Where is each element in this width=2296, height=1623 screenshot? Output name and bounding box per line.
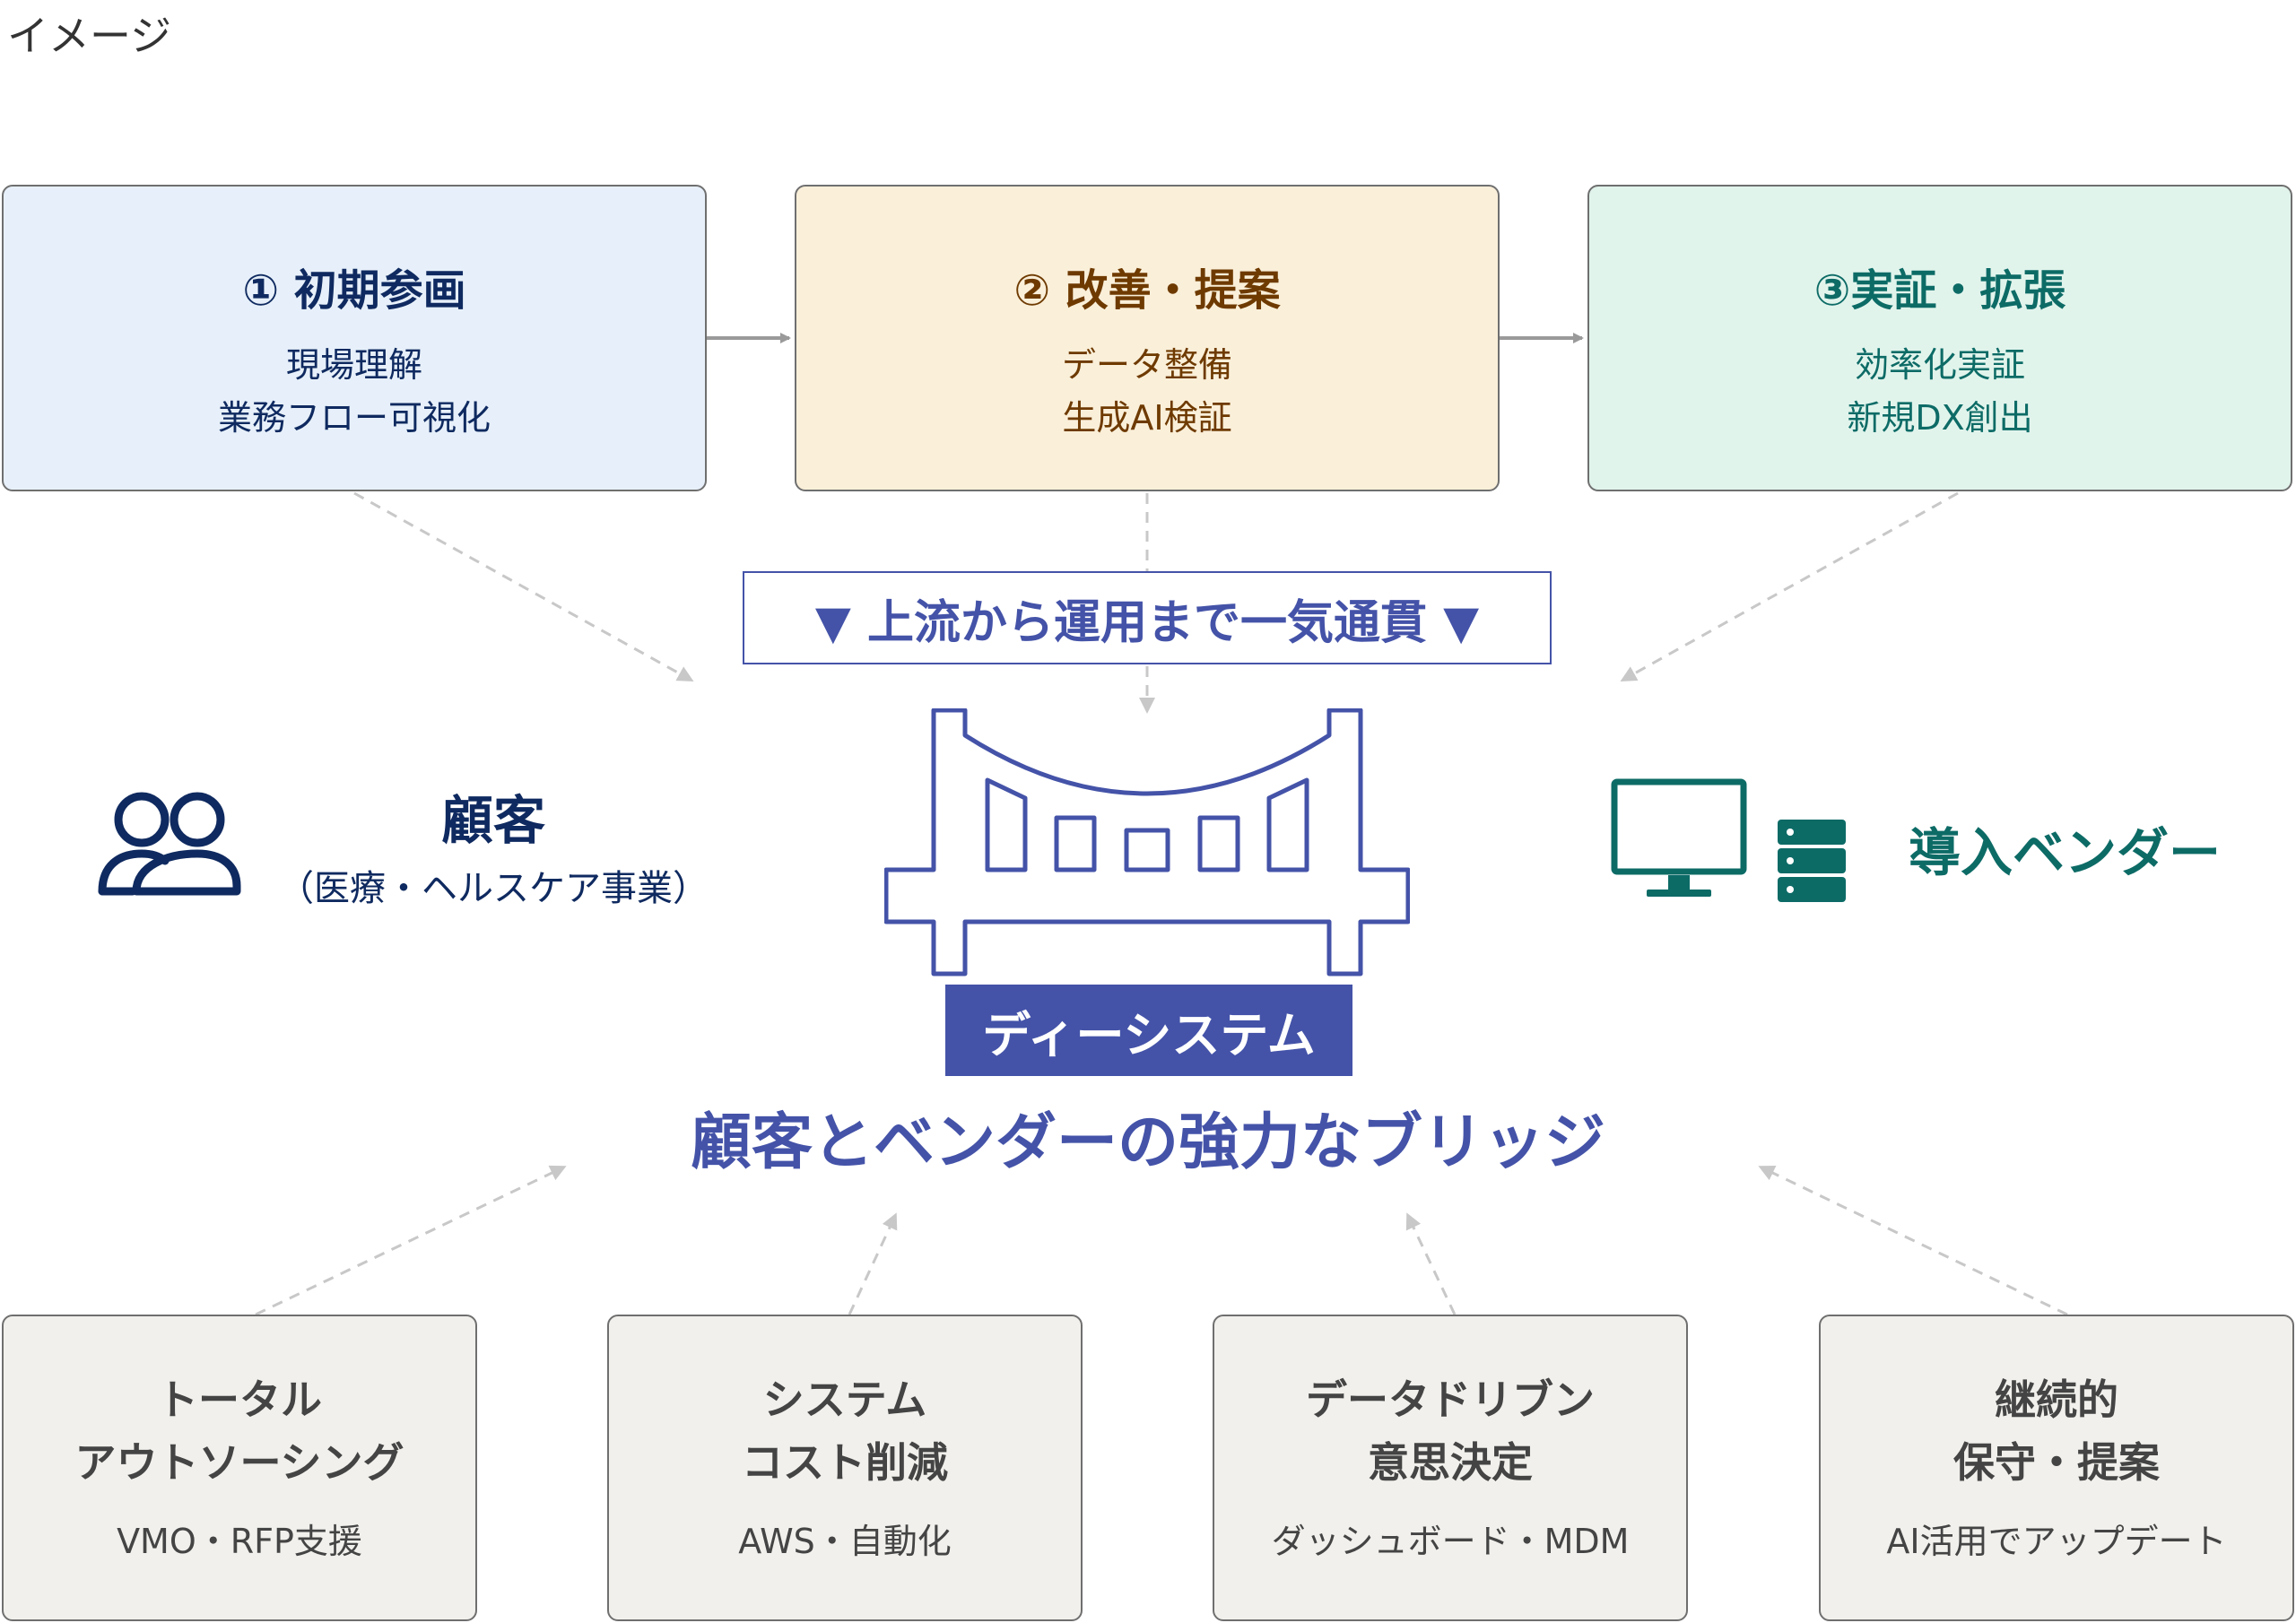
- phase-title: ③実証・拡張: [1813, 265, 2066, 316]
- phase-title: ② 改善・提案: [1013, 265, 1281, 316]
- feature-title: 継続的 保守・提案: [1821, 1368, 2292, 1494]
- bridge-icon: [884, 708, 1410, 976]
- feature-title-line: システム: [762, 1376, 927, 1424]
- phase-line: 生成AI検証: [1062, 398, 1232, 438]
- feature-title: トータル アウトソーシング: [4, 1368, 475, 1494]
- feature-box-data-driven: データドリブン 意思決定 ダッシュボード・MDM: [1213, 1315, 1688, 1621]
- phase-box-initial: ① 初期参画 現場理解 業務フロー可視化: [2, 185, 707, 491]
- feature-subtitle: AWS・自動化: [738, 1522, 952, 1561]
- feature-box-outsourcing: トータル アウトソーシング VMO・RFP支援: [2, 1315, 477, 1621]
- vendor-title: 導入ベンダー: [1909, 822, 2222, 883]
- feature-title-line: データドリブン: [1306, 1376, 1595, 1424]
- dash-feature2-to-center: [848, 1212, 898, 1315]
- feature-subtitle: AI活用でアップデート: [1886, 1522, 2227, 1561]
- feature-title: データドリブン 意思決定: [1214, 1368, 1686, 1494]
- company-badge: ディーシステム: [945, 985, 1352, 1076]
- phase-line: 現場理解: [285, 345, 422, 385]
- phase-line: 効率化実証: [1854, 345, 2025, 385]
- feature-title-line: トータル: [157, 1376, 322, 1424]
- phase-line: データ整備: [1061, 345, 1232, 385]
- phase-line: 新規DX創出: [1847, 398, 2033, 438]
- feature-title-line: 保守・提案: [1953, 1438, 2160, 1487]
- monitor-server-icon: [1611, 778, 1846, 902]
- phase-box-improvement: ② 改善・提案 データ整備 生成AI検証: [795, 185, 1500, 491]
- dash-phase3-to-center: [1620, 491, 1959, 681]
- bridge-tagline: 顧客とベンダーの強力なブリッジ: [690, 1107, 1605, 1178]
- customer-subtitle: （医療・ヘルスケア事業）: [278, 868, 709, 909]
- dash-feature1-to-center: [255, 1165, 567, 1316]
- dash-phase1-to-center: [353, 491, 694, 681]
- customer-title: 顧客: [440, 790, 545, 851]
- feature-subtitle: ダッシュボード・MDM: [1271, 1522, 1630, 1561]
- phase-box-expansion: ③実証・拡張 効率化実証 新規DX創出: [1587, 185, 2292, 491]
- feature-box-maintenance: 継続的 保守・提案 AI活用でアップデート: [1819, 1315, 2294, 1621]
- end-to-end-banner: ▼ 上流から運用まで一気通貫 ▼: [743, 571, 1552, 664]
- phase-line: 業務フロー可視化: [217, 398, 491, 438]
- dash-feature4-to-center: [1758, 1165, 2068, 1316]
- feature-title-line: 継続的: [1995, 1376, 2118, 1424]
- users-icon: [98, 792, 241, 896]
- feature-box-cost-reduction: システム コスト削減 AWS・自動化: [607, 1315, 1083, 1621]
- feature-title: システム コスト削減: [609, 1368, 1081, 1494]
- corner-label: イメージ: [7, 12, 172, 60]
- feature-title-line: アウトソーシング: [74, 1438, 404, 1487]
- feature-subtitle: VMO・RFP支援: [117, 1522, 362, 1561]
- phase-title: ① 初期参画: [242, 265, 466, 316]
- feature-title-line: 意思決定: [1368, 1438, 1533, 1487]
- feature-title-line: コスト削減: [742, 1438, 948, 1487]
- dash-feature3-to-center: [1405, 1212, 1457, 1315]
